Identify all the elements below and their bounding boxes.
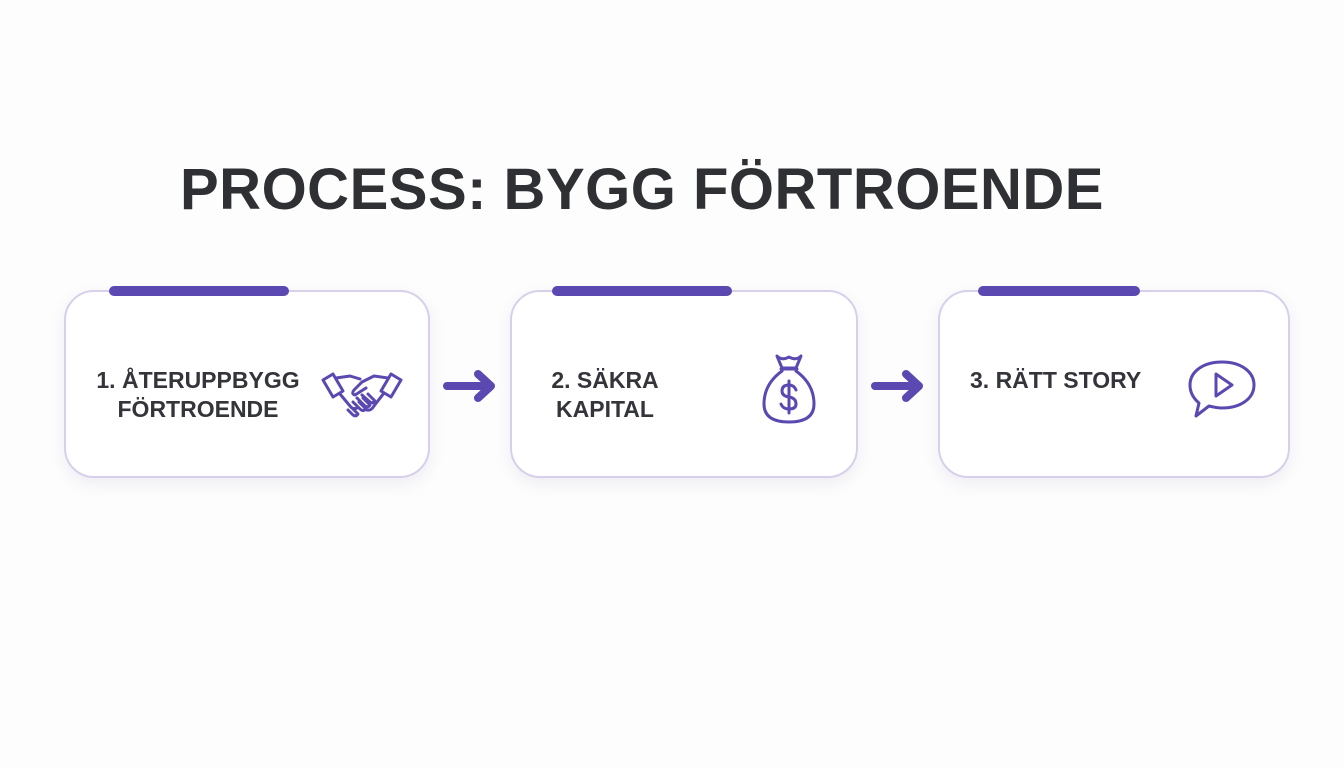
step-accent-bar — [109, 286, 289, 296]
handshake-icon — [320, 366, 404, 424]
video-chat-icon — [1186, 358, 1258, 420]
step-label-line1: 1. ÅTERUPPBYGG — [96, 367, 300, 393]
step-label-line1: 3. RÄTT STORY — [970, 367, 1142, 393]
flow-arrow-2 — [870, 366, 928, 406]
step-label: 1. ÅTERUPPBYGG FÖRTROENDE — [88, 366, 308, 424]
flow-arrow-1 — [442, 366, 500, 406]
step-label-line2: KAPITAL — [556, 396, 654, 422]
step-card-rebuild-trust: 1. ÅTERUPPBYGG FÖRTROENDE — [64, 286, 430, 478]
page-title: PROCESS: BYGG FÖRTROENDE — [180, 157, 1104, 222]
step-accent-bar — [552, 286, 732, 296]
step-card-right-story: 3. RÄTT STORY — [938, 286, 1290, 478]
step-card-secure-capital: 2. SÄKRA KAPITAL — [510, 286, 858, 478]
step-label-line1: 2. SÄKRA — [551, 367, 659, 393]
money-bag-icon — [760, 352, 818, 426]
step-label: 3. RÄTT STORY — [970, 366, 1160, 395]
step-label-line2: FÖRTROENDE — [117, 396, 279, 422]
step-label: 2. SÄKRA KAPITAL — [530, 366, 680, 424]
step-accent-bar — [978, 286, 1140, 296]
